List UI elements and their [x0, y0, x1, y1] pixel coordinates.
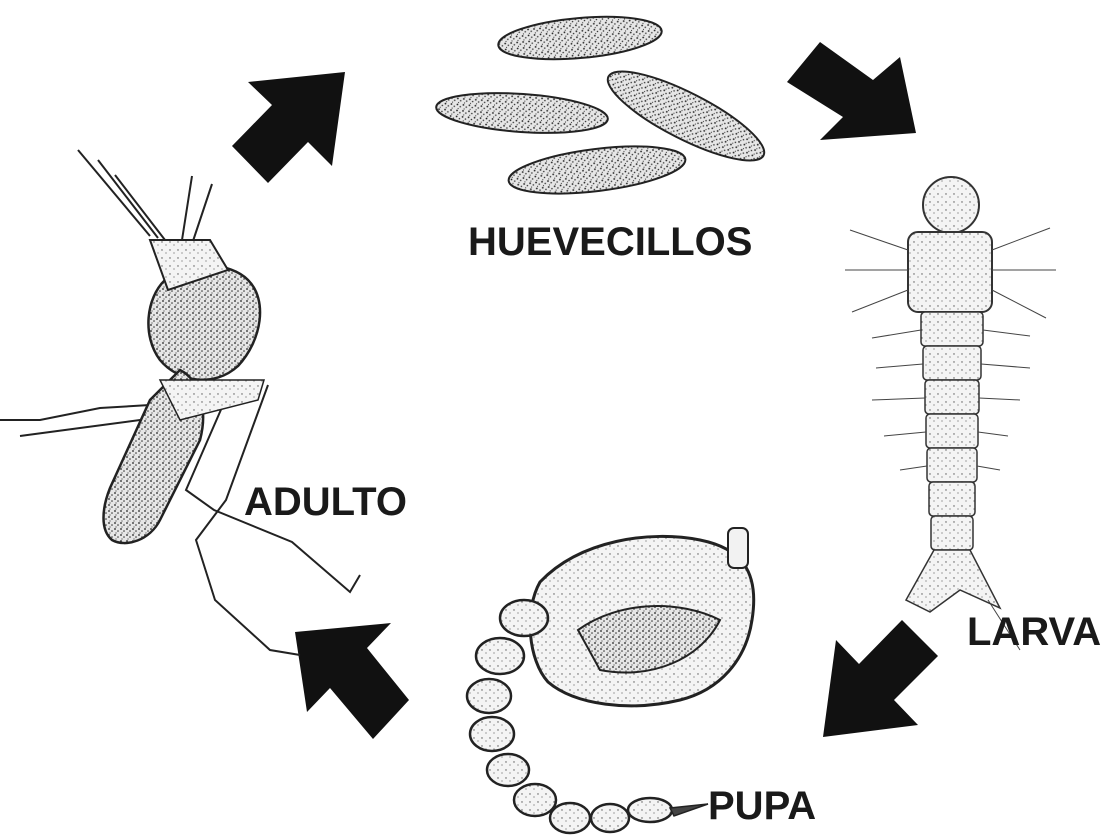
- egg-2: [435, 88, 609, 138]
- label-eggs: HUEVECILLOS: [468, 222, 752, 262]
- adult-illustration: [0, 150, 360, 655]
- larva-illustration: [845, 177, 1056, 650]
- egg-4: [506, 138, 688, 201]
- arrow-larva-to-pupa: [823, 620, 938, 737]
- eggs-illustration: [435, 11, 774, 202]
- label-pupa: PUPA: [708, 786, 816, 826]
- arrow-pupa-to-adult: [295, 623, 409, 739]
- label-adult: ADULTO: [244, 482, 407, 522]
- arrow-eggs-to-larva: [787, 42, 916, 140]
- label-larva: LARVA: [967, 612, 1101, 652]
- egg-1: [497, 11, 664, 65]
- arrow-adult-to-eggs: [232, 72, 345, 183]
